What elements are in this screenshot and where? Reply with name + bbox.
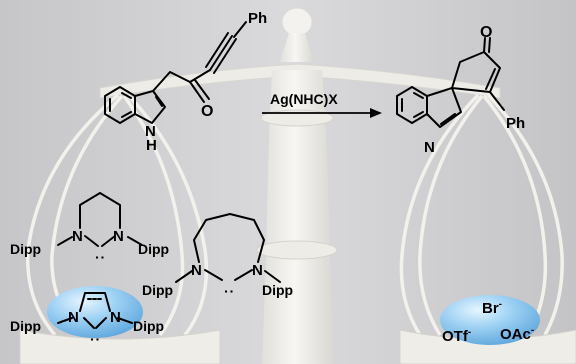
acetate-charge: - [531, 325, 534, 336]
bromide-anion: Br- [482, 299, 502, 317]
product-oxygen-label: O [480, 24, 492, 41]
scale-top-knob [281, 7, 313, 37]
seven-nhc-n1: N [191, 262, 202, 279]
scale-central-post [262, 70, 334, 364]
seven-membered-nhc [175, 213, 281, 283]
reagent-label: Ag(NHC)X [270, 91, 338, 107]
bromide-charge: - [499, 299, 502, 310]
seven-nhc-left-sub: Dipp [142, 282, 173, 298]
imidazol-right-sub: Dipp [133, 318, 164, 334]
six-membered-nhc [57, 192, 143, 247]
balance-scale-illustration [19, 7, 576, 364]
reactant-phenyl-label: Ph [248, 10, 267, 27]
imidazolylidene-nhc [57, 292, 133, 329]
seven-nhc-n2: N [252, 262, 263, 279]
seven-nhc-carbene: : [221, 289, 238, 294]
six-nhc-n1: N [72, 228, 83, 245]
left-pan-ropes [25, 93, 209, 337]
imidazol-left-sub: Dipp [10, 318, 41, 334]
reactant-n-label: N [145, 123, 156, 140]
left-blue-egg [47, 286, 143, 338]
triflate-anion: OTf- [442, 327, 471, 345]
reactant-molecule [104, 21, 247, 124]
right-blue-egg [440, 295, 540, 345]
six-nhc-n2: N [113, 228, 124, 245]
reactant-h-label: H [146, 137, 157, 154]
triflate-charge: - [468, 327, 471, 338]
product-nitrogen-label: N [424, 139, 435, 156]
reactant-oxygen-label: O [201, 103, 213, 120]
seven-nhc-right-sub: Dipp [262, 282, 293, 298]
six-nhc-carbene: : [92, 255, 109, 260]
reaction-arrow [262, 108, 382, 118]
six-nhc-left-sub: Dipp [10, 241, 41, 257]
acetate-anion: OAc- [500, 325, 534, 343]
product-phenyl-label: Ph [506, 115, 525, 132]
imidazol-n2: N [110, 309, 121, 326]
imidazol-carbene: : [87, 337, 104, 342]
left-pan [19, 329, 221, 364]
six-nhc-right-sub: Dipp [138, 241, 169, 257]
right-pan-ropes [399, 93, 564, 336]
product-molecule [396, 37, 505, 128]
imidazol-n1: N [68, 309, 79, 326]
